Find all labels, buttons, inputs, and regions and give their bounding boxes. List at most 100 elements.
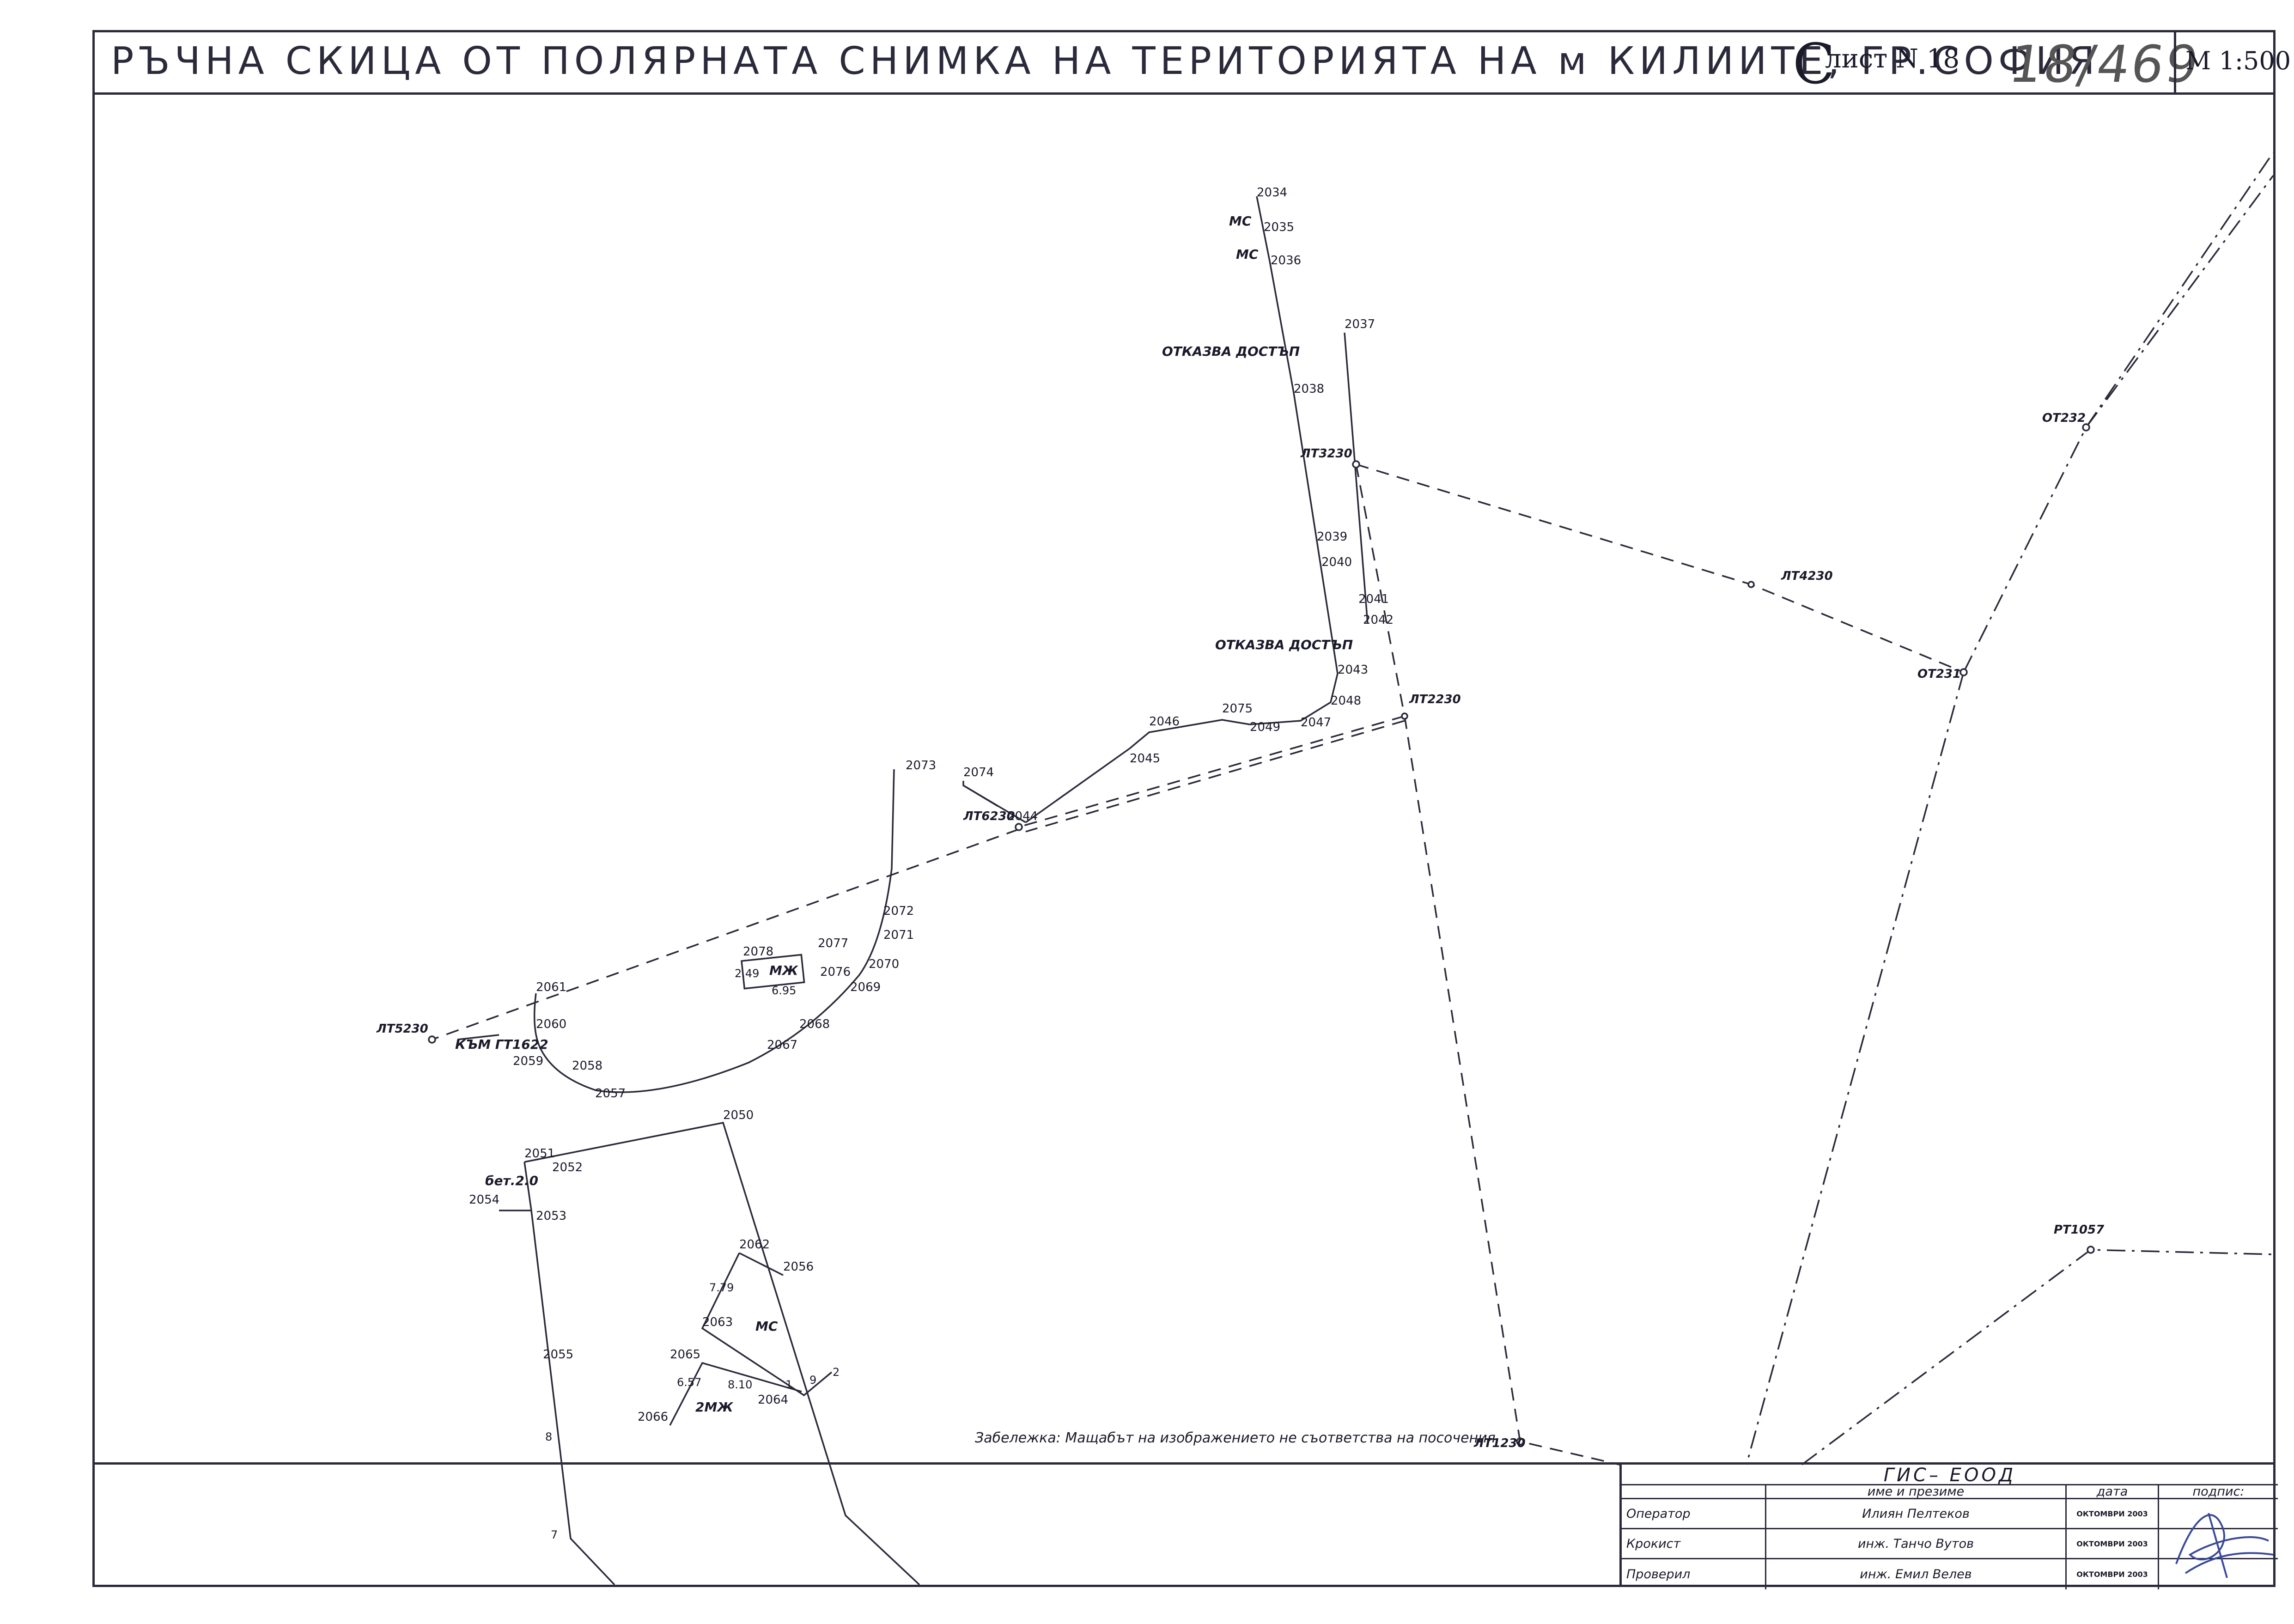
map-annotation: ОТКАЗВА ДОСТЪП (1215, 637, 1353, 652)
boundary-dashdot-lines (1746, 152, 2273, 1466)
dimension-label: 2.49 (735, 967, 759, 980)
point-number-label: 2074 (963, 766, 994, 779)
row-role: Крокист (1626, 1536, 1681, 1551)
point-number-label: 2064 (758, 1393, 788, 1407)
dimension-label: 7.79 (709, 1281, 734, 1294)
row-role: Проверил (1626, 1567, 1691, 1581)
title-bar: РЪЧНА СКИЦА ОТ ПОЛЯРНАТА СНИМКА НА ТЕРИТ… (92, 30, 2291, 97)
station-label: ЛТ3230 (1300, 447, 1352, 461)
sheet-logo-icon: С (1793, 32, 1835, 97)
point-number-label: 2063 (702, 1315, 733, 1329)
dimension-label: 7 (551, 1528, 558, 1541)
map-annotation: МС (1229, 213, 1252, 229)
station-label: ЛТ1230 (1473, 1436, 1526, 1450)
dimension-label: 6.57 (677, 1376, 701, 1389)
point-number-label: 2072 (883, 904, 914, 918)
point-number-label: 2040 (1321, 555, 1352, 569)
row-name: Илиян Пелтеков (1765, 1499, 2065, 1528)
point-number-label: 2068 (799, 1017, 830, 1031)
header-date: дата (2065, 1484, 2158, 1499)
scale-note: Забележка: Мащабът на изображението не с… (975, 1430, 1496, 1446)
station-label: РТ1057 (2054, 1223, 2105, 1237)
map-annotation: ОТКАЗВА ДОСТЪП (1162, 344, 1300, 359)
title-block-row: Проверил инж. Емил Велев ОКТОМВРИ 2003 (1622, 1559, 2278, 1589)
row-date: ОКТОМВРИ 2003 (2065, 1559, 2158, 1589)
row-name: инж. Танчо Вутов (1765, 1529, 2065, 1558)
point-number-label: 2034 (1257, 186, 1287, 200)
point-number-label: 2077 (818, 937, 848, 950)
map-annotation: МС (755, 1319, 778, 1334)
point-number-label: 2044 (1007, 809, 1038, 823)
map-labels: ЛТ3230ЛТ4230ОТ231ОТ232ЛТ2230ЛТ6230ЛТ5230… (376, 186, 2105, 1541)
point-number-label: 2065 (670, 1348, 700, 1362)
dimension-label: 8.10 (728, 1378, 752, 1391)
station-label: ОТ231 (1917, 667, 1961, 681)
station-label: ЛТ5230 (376, 1022, 428, 1036)
point-number-label: 2035 (1264, 220, 1294, 234)
dimension-label: 6.95 (772, 984, 796, 997)
row-date: ОКТОМВРИ 2003 (2065, 1499, 2158, 1528)
station-label: ЛТ4230 (1781, 569, 1833, 583)
point-number-label: 2054 (469, 1193, 499, 1207)
point-number-label: 2069 (850, 980, 881, 994)
header-name: име и презиме (1765, 1484, 2065, 1499)
point-number-label: 2057 (595, 1087, 626, 1101)
dimension-label: 1 (785, 1378, 792, 1391)
point-number-label: 2048 (1331, 694, 1361, 708)
scale-label: М 1:500 (2185, 46, 2291, 75)
point-number-label: 2042 (1363, 613, 1393, 627)
title-block-row: Оператор Илиян Пелтеков ОКТОМВРИ 2003 (1622, 1499, 2278, 1529)
point-number-label: 2066 (638, 1410, 668, 1424)
point-number-label: 2055 (543, 1348, 573, 1362)
title-block-header-row: име и презиме дата подпис: (1622, 1484, 2278, 1499)
sheet-label: лист N 18 (1825, 44, 1960, 74)
station-label: ЛТ2230 (1409, 693, 1461, 706)
station-label: ОТ232 (2042, 411, 2086, 425)
point-number-label: 2046 (1149, 715, 1180, 729)
point-number-label: 2037 (1345, 317, 1375, 331)
title-block: ГИС– ЕООД име и презиме дата подпис: Опе… (1619, 1462, 2278, 1589)
point-number-label: 2062 (739, 1238, 770, 1252)
map-annotation: КЪМ ГТ1622 (455, 1037, 548, 1052)
dimension-label: 9 (809, 1374, 816, 1387)
row-role: Оператор (1626, 1506, 1691, 1521)
point-number-label: 2076 (820, 965, 851, 979)
point-number-label: 2056 (783, 1260, 814, 1274)
station-markers (428, 423, 2095, 1446)
point-number-label: 2060 (536, 1017, 566, 1031)
sheet-title: РЪЧНА СКИЦА ОТ ПОЛЯРНАТА СНИМКА НА ТЕРИТ… (111, 39, 2099, 83)
point-number-label: 2058 (572, 1059, 602, 1073)
point-number-label: 2041 (1358, 592, 1389, 606)
map-annotation: бет.2.0 (485, 1173, 538, 1188)
map-annotation: МС (1236, 247, 1259, 262)
point-number-label: 2073 (906, 759, 936, 772)
point-number-label: 2061 (536, 980, 566, 994)
row-name: инж. Емил Велев (1765, 1559, 2065, 1589)
scale-box: М 1:500 (2174, 30, 2291, 92)
traverse-lines (432, 463, 1964, 1466)
row-date: ОКТОМВРИ 2003 (2065, 1529, 2158, 1558)
sheet-frame (92, 30, 2276, 1587)
point-number-label: 2047 (1301, 716, 1331, 730)
point-number-label: 2051 (524, 1147, 555, 1161)
detail-lines (457, 196, 1369, 1585)
point-number-label: 2052 (552, 1161, 583, 1174)
bottom-frame-line (92, 1462, 1619, 1465)
point-number-label: 2075 (1222, 702, 1253, 716)
point-number-label: 2067 (767, 1038, 797, 1052)
point-number-label: 2050 (723, 1108, 754, 1122)
point-number-label: 2039 (1317, 530, 1347, 544)
title-block-row: Крокист инж. Танчо Вутов ОКТОМВРИ 2003 (1622, 1529, 2278, 1559)
map-annotation: 2МЖ (695, 1399, 733, 1415)
company-name: ГИС– ЕООД (1622, 1465, 2278, 1486)
point-number-label: 2078 (743, 945, 773, 959)
point-number-label: 2045 (1130, 752, 1160, 766)
point-number-label: 2043 (1338, 663, 1368, 677)
point-number-label: 2070 (869, 957, 899, 971)
point-number-label: 2036 (1271, 254, 1301, 268)
point-number-label: 2053 (536, 1209, 566, 1223)
dimension-label: 8 (545, 1430, 552, 1443)
dimension-label: 2 (833, 1366, 840, 1379)
